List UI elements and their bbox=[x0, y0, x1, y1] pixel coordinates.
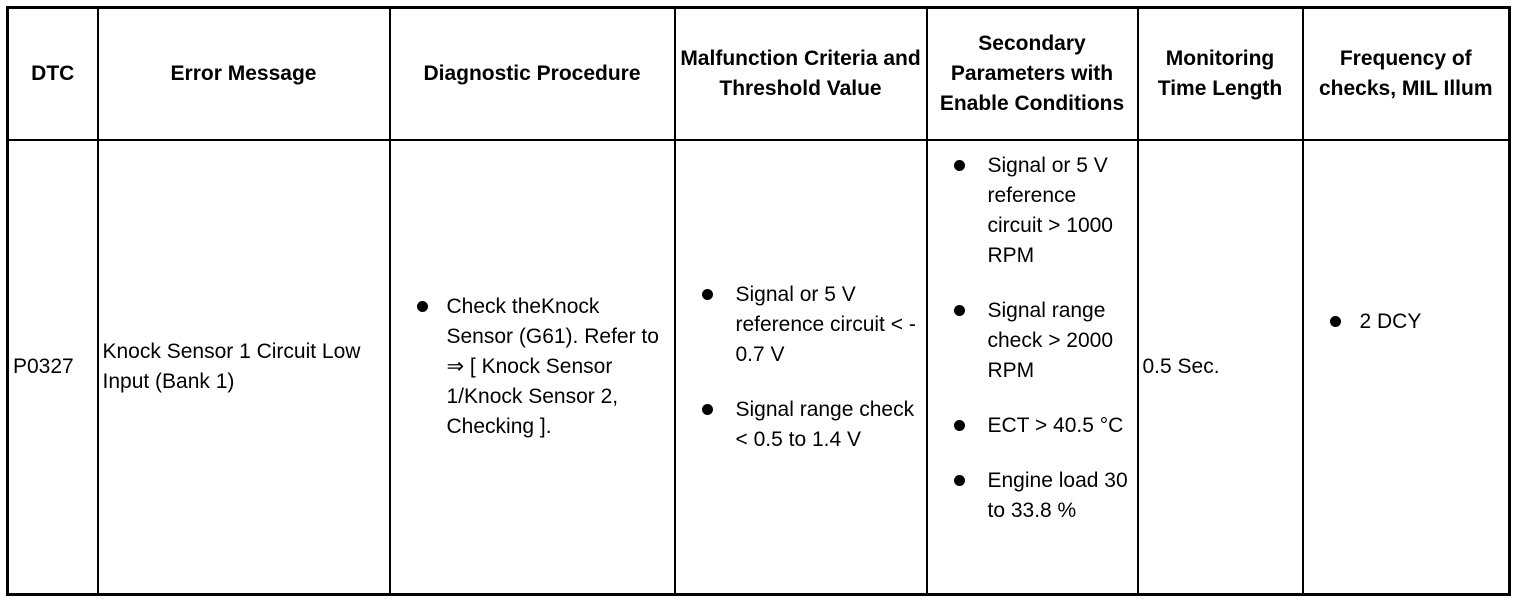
header-row: DTC Error Message Diagnostic Procedure M… bbox=[6, 6, 1511, 141]
cell-dtc: P0327 bbox=[6, 139, 99, 596]
dtc-table: DTC Error Message Diagnostic Procedure M… bbox=[6, 6, 1511, 596]
cell-malfunction-criteria: Signal or 5 V reference circuit < - 0.7 … bbox=[673, 139, 928, 596]
header-malfunction-criteria: Malfunction Criteria and Threshold Value bbox=[673, 6, 928, 141]
list-item: Signal range check < 0.5 to 1.4 V bbox=[680, 395, 922, 455]
header-dtc: DTC bbox=[6, 6, 99, 141]
cell-frequency: 2 DCY bbox=[1301, 139, 1511, 596]
frequency-list: 2 DCY bbox=[1308, 307, 1505, 337]
list-item: Check theKnock Sensor (G61). Refer to ⇒ … bbox=[395, 292, 670, 442]
list-item: Signal or 5 V reference circuit < - 0.7 … bbox=[680, 280, 922, 370]
header-frequency: Frequency of checks, MIL Illum bbox=[1301, 6, 1511, 141]
header-diagnostic-procedure: Diagnostic Procedure bbox=[388, 6, 676, 141]
list-item: Signal or 5 V reference circuit > 1000 R… bbox=[932, 151, 1133, 271]
list-item: Engine load 30 to 33.8 % bbox=[932, 466, 1133, 526]
cell-monitoring-time: 0.5 Sec. bbox=[1136, 139, 1304, 596]
malfunction-criteria-list: Signal or 5 V reference circuit < - 0.7 … bbox=[680, 280, 922, 455]
list-item: 2 DCY bbox=[1308, 307, 1505, 337]
table-row: P0327 Knock Sensor 1 Circuit Low Input (… bbox=[6, 139, 1511, 596]
list-item: Signal range check > 2000 RPM bbox=[932, 296, 1133, 386]
secondary-parameters-list: Signal or 5 V reference circuit > 1000 R… bbox=[932, 151, 1133, 526]
header-secondary-parameters: Secondary Parameters with Enable Conditi… bbox=[925, 6, 1139, 141]
header-monitoring-time: Monitoring Time Length bbox=[1136, 6, 1304, 141]
diagnostic-procedure-list: Check theKnock Sensor (G61). Refer to ⇒ … bbox=[395, 292, 670, 442]
header-error-message: Error Message bbox=[96, 6, 391, 141]
list-item: ECT > 40.5 °C bbox=[932, 411, 1133, 441]
cell-error-message: Knock Sensor 1 Circuit Low Input (Bank 1… bbox=[96, 139, 391, 596]
cell-diagnostic-procedure: Check theKnock Sensor (G61). Refer to ⇒ … bbox=[388, 139, 676, 596]
cell-secondary-parameters: Signal or 5 V reference circuit > 1000 R… bbox=[925, 139, 1139, 596]
